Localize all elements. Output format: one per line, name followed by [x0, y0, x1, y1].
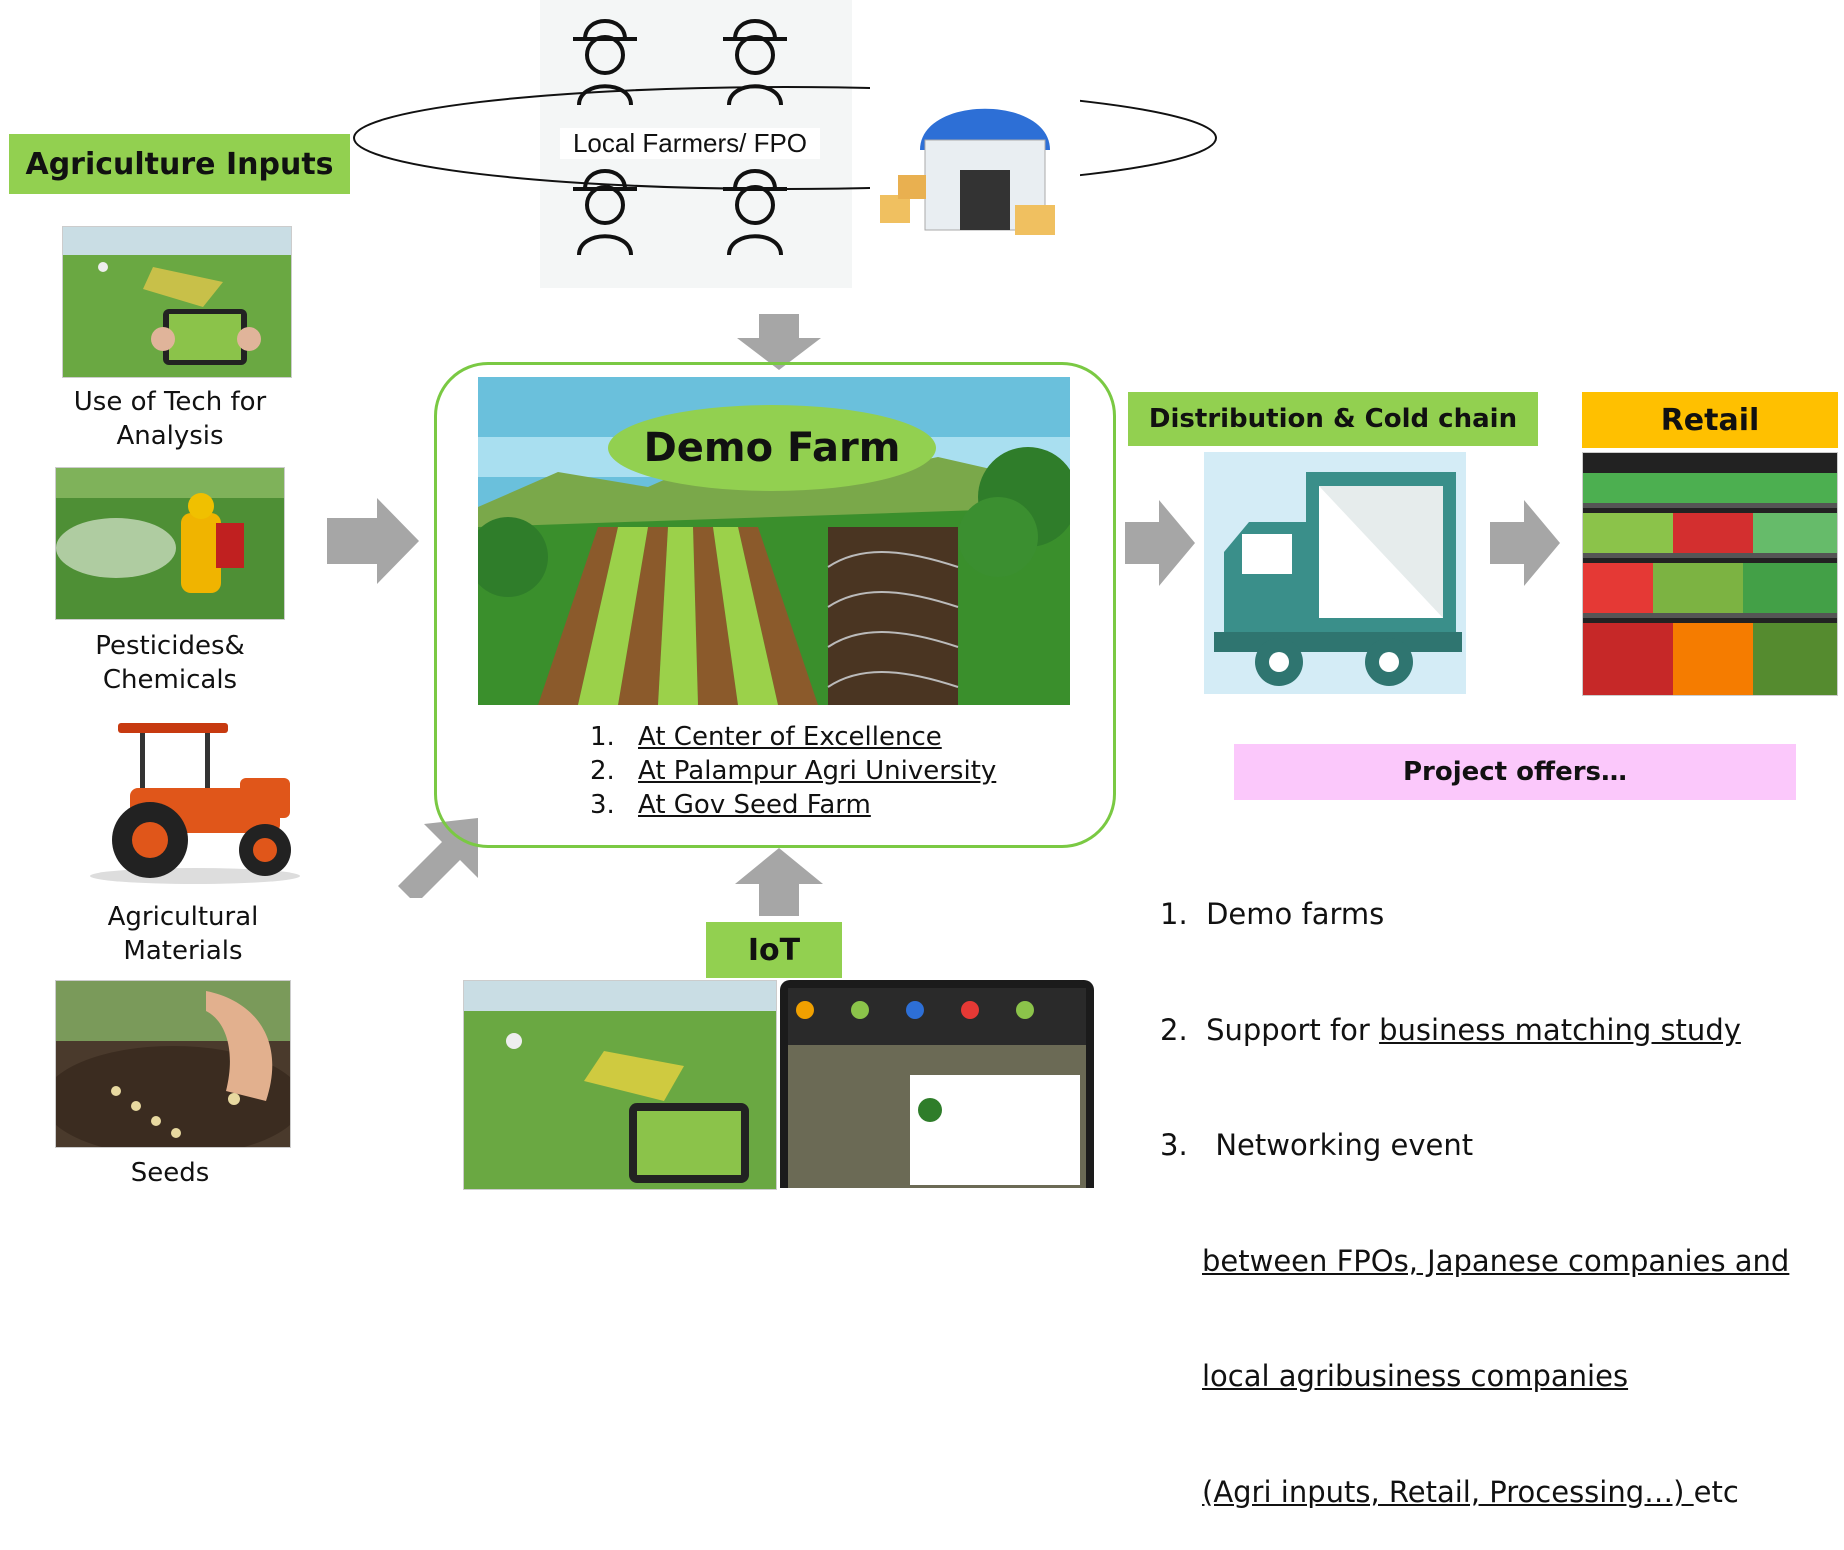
location-link[interactable]: At Gov Seed Farm	[638, 790, 871, 820]
retail-shelves-image	[1582, 452, 1838, 696]
retail-label: Retail	[1582, 392, 1838, 448]
pesticides-image	[55, 467, 285, 620]
agriculture-inputs-label: Agriculture Inputs	[9, 134, 350, 194]
retail-text: Retail	[1660, 402, 1760, 438]
caption-line: Chemicals	[102, 665, 238, 695]
agricultural-materials-caption: Agricultural Materials	[53, 900, 313, 968]
pesticides-caption: Pesticides& Chemicals	[40, 629, 300, 697]
distribution-label: Distribution & Cold chain	[1128, 392, 1538, 446]
caption-line: Agricultural	[107, 902, 259, 932]
arrow-right-icon	[1125, 500, 1195, 586]
farmer-icon	[573, 19, 787, 256]
tech-analysis-image	[62, 226, 292, 378]
distribution-text: Distribution & Cold chain	[1148, 404, 1518, 434]
list-item: 2. Support for business matching study	[1160, 1011, 1820, 1050]
tech-analysis-caption: Use of Tech for Analysis	[40, 385, 300, 453]
location-link[interactable]: At Center of Excellence	[638, 722, 942, 752]
list-item: 3. At Gov Seed Farm	[590, 788, 1010, 822]
project-offers-list: 1. Demo farms 2. Support for business ma…	[1160, 818, 1820, 1550]
project-offers-text: Project offers…	[1402, 757, 1628, 787]
iot-text: IoT	[747, 932, 801, 968]
list-item: (Agri inputs, Retail, Processing…) etc	[1160, 1473, 1820, 1512]
demo-farm-frame	[434, 362, 1116, 848]
truck-image	[1204, 452, 1466, 694]
arrow-up-icon	[735, 848, 823, 916]
demo-farm-locations: 1. At Center of Excellence 2. At Palampur …	[590, 720, 1010, 822]
list-item: 1. Demo farms	[1160, 897, 1385, 931]
business-matching-link[interactable]: business matching study	[1379, 1012, 1741, 1047]
list-item: local agribusiness companies	[1160, 1357, 1820, 1396]
iot-drone-image	[463, 980, 777, 1190]
caption-line: Materials	[123, 936, 243, 966]
list-item: between FPOs, Japanese companies and	[1160, 1242, 1820, 1281]
caption-line: Use of Tech for	[73, 387, 267, 417]
arrow-right-icon	[327, 498, 419, 584]
networking-link[interactable]: between FPOs, Japanese companies and	[1202, 1243, 1790, 1278]
list-item: 3. Networking event	[1160, 1128, 1474, 1162]
arrow-right-icon	[1490, 500, 1560, 586]
agriculture-inputs-text: Agriculture Inputs	[25, 146, 334, 182]
list-number: 1.	[590, 722, 615, 752]
list-text: 2. Support for	[1160, 1012, 1380, 1047]
caption-line: Pesticides&	[95, 631, 245, 661]
list-number: 2.	[590, 756, 615, 786]
seeds-image	[55, 980, 291, 1148]
demo-farm-title-oval: Demo Farm	[608, 405, 936, 491]
seeds-caption: Seeds	[40, 1156, 300, 1190]
list-item: 2. At Palampur Agri University	[590, 754, 1010, 788]
location-link[interactable]: At Palampur Agri University	[638, 756, 997, 786]
list-text: etc	[1693, 1474, 1739, 1509]
arrow-down-icon	[737, 314, 821, 370]
caption-line: Seeds	[130, 1158, 210, 1188]
networking-link[interactable]: local agribusiness companies	[1202, 1359, 1629, 1393]
farmers-fpo-label: Local Farmers/ FPO	[560, 128, 820, 159]
tractor-image	[80, 718, 310, 886]
networking-link[interactable]: (Agri inputs, Retail, Processing…)	[1202, 1474, 1694, 1509]
warehouse-icon	[870, 72, 1080, 252]
demo-farm-title: Demo Farm	[643, 425, 901, 471]
caption-line: Analysis	[116, 421, 224, 451]
list-item: 1. At Center of Excellence	[590, 720, 1010, 754]
iot-dashboard-image	[780, 980, 1094, 1188]
list-number: 3.	[590, 790, 615, 820]
project-offers-label: Project offers…	[1234, 744, 1796, 800]
iot-label: IoT	[706, 922, 842, 978]
